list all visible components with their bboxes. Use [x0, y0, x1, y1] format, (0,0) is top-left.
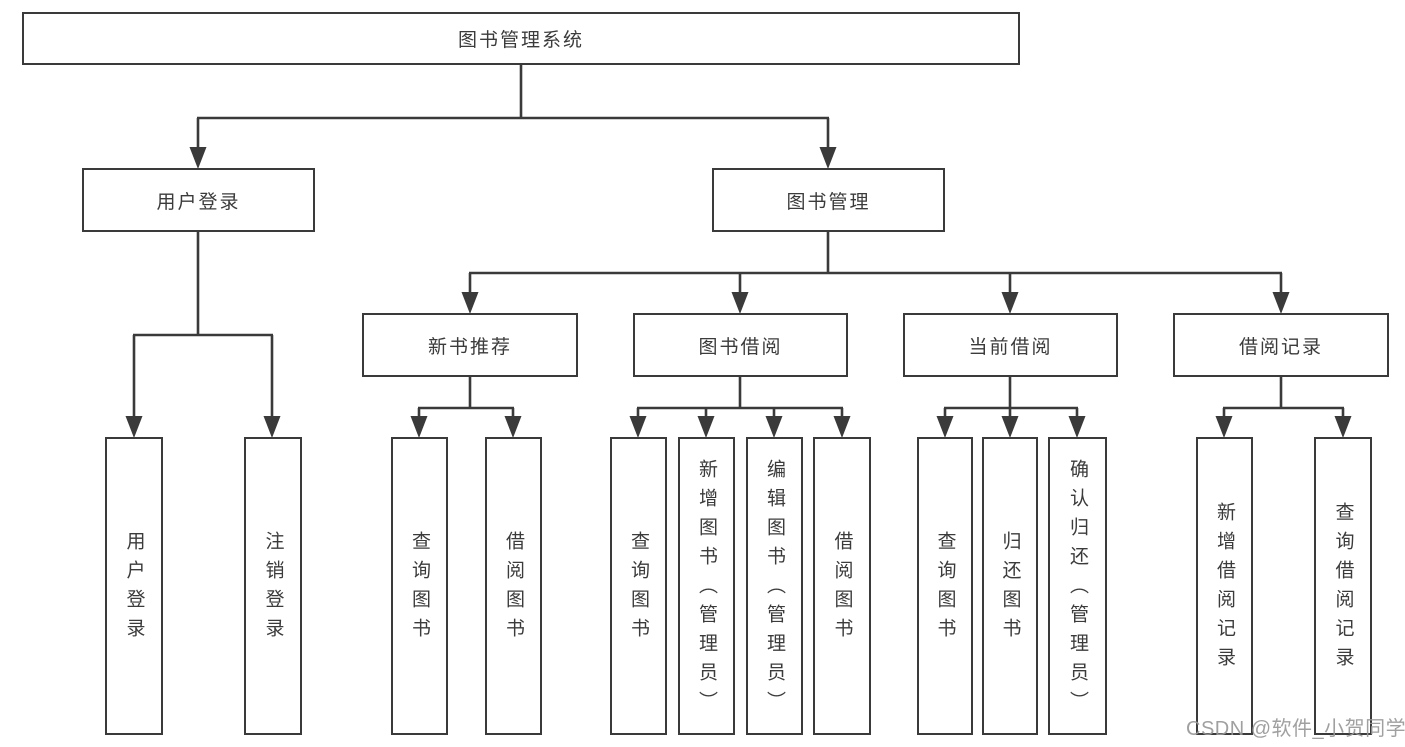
- node-label: 用户登录: [123, 531, 145, 647]
- leaf-query-books-current: 查询图书: [917, 437, 973, 735]
- node-user-login: 用户登录: [82, 168, 315, 232]
- node-label: 查询图书: [409, 531, 430, 647]
- root-node-library-management-system: 图书管理系统: [22, 12, 1020, 65]
- node-current-borrowing: 当前借阅: [903, 313, 1118, 377]
- node-new-book-recommendation: 新书推荐: [362, 313, 578, 377]
- node-label: 新书推荐: [427, 336, 512, 358]
- leaf-user-login: 用户登录: [105, 437, 163, 735]
- node-label: 借阅记录: [1238, 336, 1323, 358]
- node-label: 当前借阅: [968, 336, 1053, 358]
- leaf-query-borrow-record: 查询借阅记录: [1314, 437, 1372, 735]
- node-label: 用户登录: [156, 191, 241, 213]
- node-label: 新增借阅记录: [1214, 502, 1235, 676]
- leaf-add-books-admin: 新增图书（管理员）: [678, 437, 735, 735]
- node-book-management: 图书管理: [712, 168, 945, 232]
- node-label: 编辑图书（管理员）: [764, 458, 785, 720]
- node-label: 注销登录: [262, 531, 284, 647]
- leaf-borrow-books: 借阅图书: [813, 437, 871, 735]
- leaf-logout: 注销登录: [244, 437, 302, 735]
- csdn-watermark: CSDN @软件_小贺同学: [1186, 718, 1405, 740]
- leaf-borrow-books-recommend: 借阅图书: [485, 437, 542, 735]
- leaf-query-books-borrowing: 查询图书: [610, 437, 667, 735]
- node-label: 确认归还（管理员）: [1067, 458, 1088, 720]
- node-label: 借阅图书: [831, 531, 853, 647]
- leaf-return-books: 归还图书: [982, 437, 1038, 735]
- arrowheads: [125, 147, 1352, 438]
- node-label: 查询图书: [628, 531, 649, 647]
- leaf-query-books-recommend: 查询图书: [391, 437, 448, 735]
- node-label: 图书借阅: [698, 336, 783, 358]
- node-borrowing-records: 借阅记录: [1173, 313, 1389, 377]
- node-label: 归还图书: [999, 531, 1021, 647]
- leaf-confirm-return-admin: 确认归还（管理员）: [1048, 437, 1107, 735]
- node-label: 查询借阅记录: [1332, 502, 1354, 676]
- leaf-edit-books-admin: 编辑图书（管理员）: [746, 437, 803, 735]
- node-book-borrowing: 图书借阅: [633, 313, 848, 377]
- node-label: 查询图书: [934, 531, 956, 647]
- node-label: 新增图书（管理员）: [696, 458, 717, 720]
- node-label: 图书管理系统: [457, 30, 584, 51]
- leaf-add-borrow-record: 新增借阅记录: [1196, 437, 1253, 735]
- node-label: 图书管理: [786, 191, 871, 213]
- node-label: 借阅图书: [503, 531, 524, 647]
